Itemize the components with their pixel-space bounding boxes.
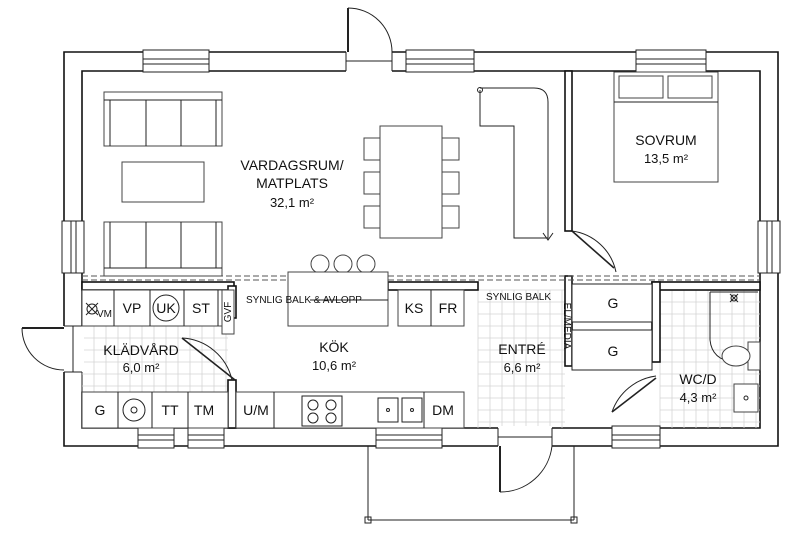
bed [613, 71, 719, 183]
room-label-vardagsrum: VARDAGSRUM/ MATPLATS 32,1 m² [240, 157, 343, 210]
room-label-wc: WC/D 4,3 m² [679, 371, 717, 405]
door-top [345, 7, 393, 72]
g-label-mid: G [608, 343, 619, 359]
g-label-bottom: G [95, 402, 106, 418]
sofa-top [103, 91, 223, 147]
fr-label: FR [439, 300, 458, 316]
g-label-top: G [608, 295, 619, 311]
windows [61, 49, 781, 449]
sofa-bottom [103, 221, 223, 277]
tt-label: TT [161, 402, 179, 418]
door-bottom [497, 426, 553, 493]
svg-text:VARDAGSRUM/: VARDAGSRUM/ [240, 157, 343, 173]
room-label-entre: ENTRÉ 6,6 m² [498, 341, 545, 375]
room-label-kladvard: KLÄDVÅRD 6,0 m² [103, 342, 178, 375]
svg-text:ENTRÉ: ENTRÉ [498, 341, 545, 357]
elmedia-label: EL/MEDIA [561, 303, 572, 350]
kitchen-counter-bottom [235, 391, 465, 429]
door-left [21, 325, 84, 373]
laundry-cabinets [81, 289, 235, 335]
vp-label: VP [123, 300, 142, 316]
beam-label-left: SYNLIG BALK & AVLOPP [246, 295, 362, 306]
svg-text:KLÄDVÅRD: KLÄDVÅRD [103, 342, 178, 358]
tm-label: TM [194, 402, 214, 418]
visible-beams [82, 275, 760, 281]
wc-fixtures [709, 291, 761, 413]
floor-tile-pattern [81, 289, 565, 428]
svg-text:10,6 m²: 10,6 m² [312, 358, 357, 373]
uk-label: UK [156, 300, 176, 316]
interior-walls [81, 70, 761, 429]
dm-label: DM [432, 402, 454, 418]
svg-text:4,3 m²: 4,3 m² [680, 390, 718, 405]
svg-text:MATPLATS: MATPLATS [256, 175, 328, 191]
gvf-label: GVF [223, 302, 234, 323]
kitchen-counter-top [397, 289, 465, 327]
svg-text:6,6 m²: 6,6 m² [504, 360, 542, 375]
beam-label-right: SYNLIG BALK [486, 292, 551, 303]
fixture-labels: SYNLIG BALK & AVLOPP SYNLIG BALK VM VP U… [95, 292, 619, 418]
svg-text:SOVRUM: SOVRUM [635, 132, 696, 148]
laundry-bottom [81, 391, 229, 429]
svg-text:13,5 m²: 13,5 m² [644, 151, 689, 166]
ks-label: KS [405, 300, 424, 316]
svg-text:6,0 m²: 6,0 m² [123, 360, 161, 375]
dining-table [363, 125, 460, 239]
um-label: U/M [243, 402, 269, 418]
interior-doors [181, 230, 657, 413]
svg-text:KÖK: KÖK [319, 338, 349, 355]
st-label: ST [192, 300, 210, 316]
kitchen-island [287, 254, 389, 327]
room-label-kok: KÖK 10,6 m² [312, 338, 357, 373]
stairs-guide [477, 87, 554, 241]
svg-text:32,1 m²: 32,1 m² [270, 195, 315, 210]
svg-text:WC/D: WC/D [679, 371, 716, 387]
terrace-outline [364, 446, 578, 524]
room-label-sovrum: SOVRUM 13,5 m² [635, 132, 696, 166]
coffee-table [121, 161, 205, 203]
vm-label: VM [97, 309, 112, 320]
